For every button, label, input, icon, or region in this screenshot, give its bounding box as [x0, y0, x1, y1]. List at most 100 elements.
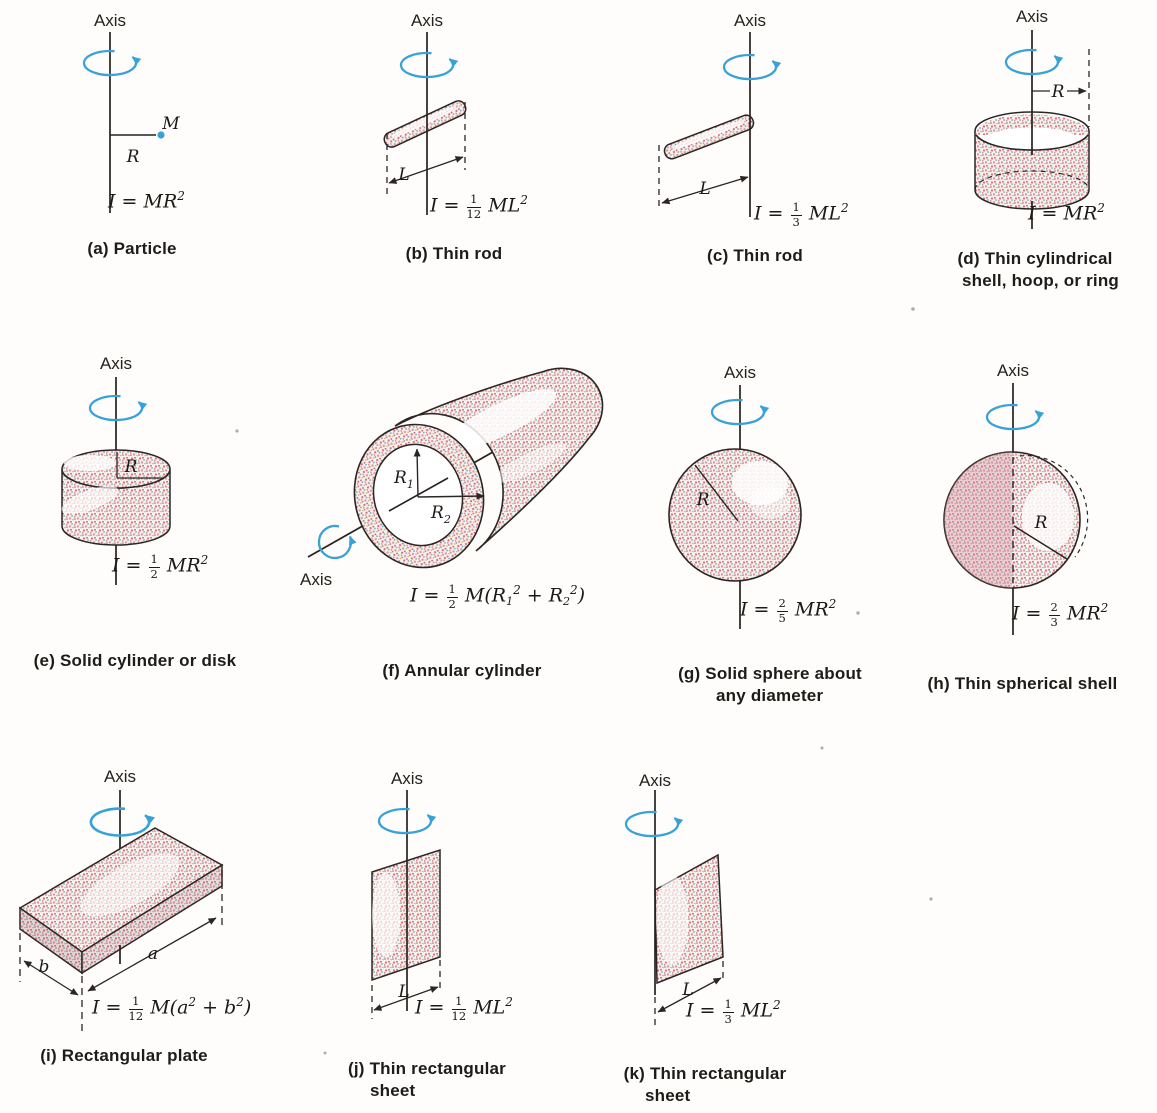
caption-line2 — [900, 695, 1145, 696]
caption-line1: (b) Thin rod — [405, 244, 503, 263]
length-a-label: a — [148, 944, 158, 964]
inner-radius-arrow — [413, 448, 421, 498]
outer-radius-label: R2 — [430, 503, 451, 526]
caption-f: (f) Annular cylinder — [342, 660, 582, 683]
dimension-line — [657, 977, 722, 1013]
inner-shell-rim — [1019, 455, 1089, 558]
dimension-line — [373, 986, 439, 1011]
axis-label: Axis — [997, 361, 1029, 380]
radius-label: R — [1034, 513, 1048, 533]
caption-line1: (g) Solid sphere about — [678, 664, 862, 683]
solid-cylinder-diagram: Axis R — [61, 354, 171, 585]
caption-i: (i) Rectangular plate — [10, 1045, 238, 1068]
highlight — [656, 875, 688, 965]
hidden-bottom-rim — [974, 170, 1090, 191]
axis-label: Axis — [1016, 7, 1048, 26]
caption-line1: (k) Thin rectangular — [623, 1064, 787, 1083]
caption-line2: any diameter — [716, 686, 824, 706]
length-label: L — [397, 165, 409, 185]
caption-line1: (e) Solid cylinder or disk — [33, 651, 237, 670]
formula-d: I = MR2 — [1028, 201, 1105, 225]
highlight — [372, 873, 400, 957]
caption-line2: sheet — [645, 1086, 691, 1106]
plate-left-shade — [20, 908, 82, 973]
thin-rod-diagram: Axis L — [658, 11, 910, 217]
length-b-label: b — [39, 957, 50, 977]
caption-g: (g) Solid sphere about any diameter — [650, 663, 890, 707]
caption-a: (a) Particle — [10, 238, 254, 261]
highlight — [750, 487, 790, 519]
caption-line1: (d) Thin cylindrical — [957, 249, 1113, 268]
caption-line2 — [334, 265, 574, 266]
caption-line2 — [10, 260, 254, 261]
formula-a: I = MR2 — [108, 189, 185, 213]
highlight — [64, 455, 116, 471]
radius-label: R — [1051, 82, 1065, 102]
highlight — [61, 486, 119, 514]
solid-sphere-diagram: Axis R — [668, 363, 802, 629]
axis-label: Axis — [411, 11, 443, 30]
dimension-line-b — [23, 960, 79, 996]
rotation-arrow-icon — [317, 524, 357, 560]
caption-k: (k) Thin rectangular sheet — [600, 1063, 810, 1107]
inner-radius-label: R1 — [393, 468, 414, 491]
highlight — [493, 443, 567, 483]
radius-line — [694, 464, 739, 522]
mass-label: M — [161, 114, 180, 134]
radius-label: R — [126, 147, 140, 167]
caption-line1: (j) Thin rectangular — [348, 1059, 506, 1078]
axis-label: Axis — [391, 769, 423, 788]
caption-line1: (c) Thin rod — [707, 246, 803, 265]
rotation-arrow-icon — [712, 400, 764, 424]
rod-shape — [383, 100, 467, 148]
axis-label: Axis — [300, 570, 332, 589]
caption-line1: (a) Particle — [87, 239, 177, 258]
particle-dot — [157, 131, 165, 139]
length-label: L — [681, 980, 693, 1000]
caption-line2 — [10, 1067, 238, 1068]
axis-label: Axis — [94, 11, 126, 30]
axis-label: Axis — [724, 363, 756, 382]
radius-label: R — [696, 490, 710, 510]
thin-sheet-diagram: Axis L — [371, 769, 441, 1019]
caption-line2 — [635, 267, 875, 268]
dimension-line-a — [87, 917, 217, 992]
highlight — [80, 853, 180, 917]
caption-d: (d) Thin cylindrical shell, hoop, or rin… — [917, 248, 1153, 292]
axis-label: Axis — [100, 354, 132, 373]
shaded-hemisphere — [944, 452, 1012, 588]
caption-line2: sheet — [370, 1081, 416, 1101]
rotation-arrow-icon — [379, 809, 431, 833]
caption-e: (e) Solid cylinder or disk — [10, 650, 260, 673]
dimension-line — [388, 156, 464, 184]
panel-cylindrical-shell: Axis R I = MR2 (d) Thin cylindrical shel… — [910, 5, 1157, 305]
rod-shape — [663, 114, 755, 160]
spherical-shell-diagram: Axis R — [943, 361, 1089, 635]
caption-h: (h) Thin spherical shell — [900, 673, 1145, 696]
caption-line2: shell, hoop, or ring — [962, 271, 1119, 291]
caption-line1: (h) Thin spherical shell — [927, 674, 1118, 693]
thin-sheet-diagram: Axis L — [600, 771, 724, 1029]
outer-radius-arrow — [417, 492, 485, 500]
caption-line2 — [342, 682, 582, 683]
rotation-arrow-icon — [626, 812, 678, 836]
radius-label: R — [124, 457, 138, 477]
caption-j: (j) Thin rectangular sheet — [320, 1058, 534, 1102]
